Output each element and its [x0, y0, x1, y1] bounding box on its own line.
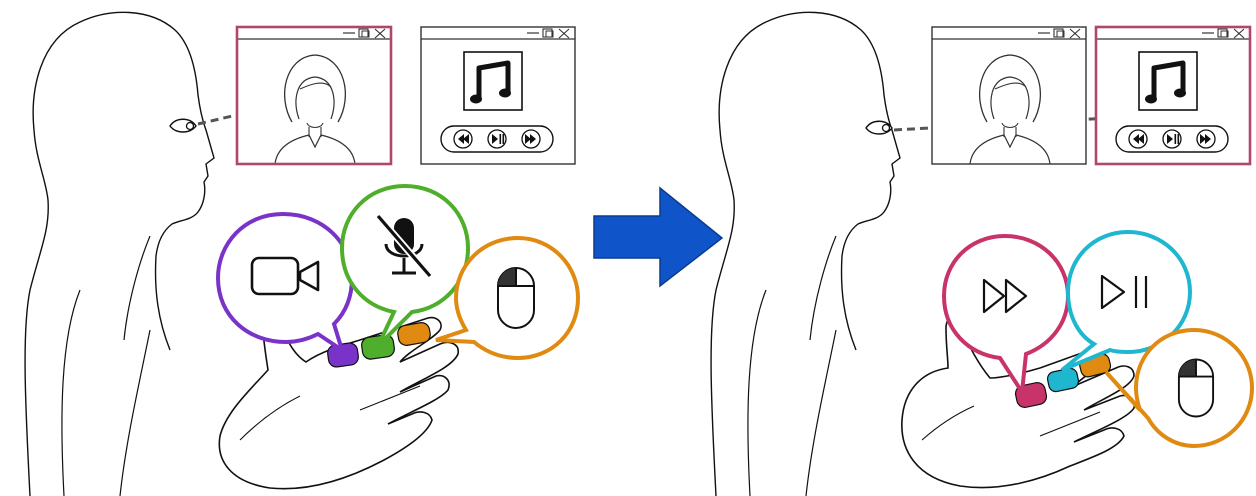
mouse-bubble	[435, 235, 581, 361]
camera-icon	[250, 256, 320, 296]
person-neck-line	[809, 235, 837, 341]
video-call-window[interactable]	[931, 26, 1087, 165]
mic-bubble	[339, 183, 471, 348]
mouse-bubble	[1104, 327, 1255, 449]
mic-finger-patch[interactable]	[361, 334, 396, 360]
gaze-line	[197, 94, 319, 126]
mouse-finger-patch[interactable]	[397, 321, 432, 346]
left-panel	[24, 11, 581, 496]
person-arm-left	[61, 289, 81, 496]
play-pause-icon	[1100, 274, 1148, 310]
person-neck-line	[123, 235, 151, 341]
mic-muted-icon	[375, 213, 433, 279]
video-call-window[interactable]	[235, 25, 393, 166]
hand	[218, 300, 460, 490]
music-player-window[interactable]	[1094, 25, 1252, 166]
mouse-icon	[497, 267, 535, 329]
camera-bubble	[215, 211, 355, 355]
person-silhouette	[24, 11, 215, 496]
eye-icon	[865, 120, 893, 135]
eye-icon	[169, 118, 197, 133]
right-panel	[710, 11, 1255, 496]
play-pause-bubble	[1060, 229, 1193, 372]
fast-forward-bubble	[941, 233, 1071, 398]
person-arm-left	[747, 289, 767, 496]
person-arm-right	[805, 329, 837, 496]
person-silhouette	[710, 11, 901, 496]
mouse-icon	[1177, 358, 1215, 418]
music-player-window[interactable]	[420, 26, 576, 165]
transition-arrow	[593, 186, 724, 288]
camera-finger-patch[interactable]	[327, 342, 360, 368]
play-pause-finger-patch[interactable]	[1046, 367, 1080, 393]
fast-forward-icon	[982, 278, 1028, 314]
person-arm-right	[119, 329, 151, 496]
